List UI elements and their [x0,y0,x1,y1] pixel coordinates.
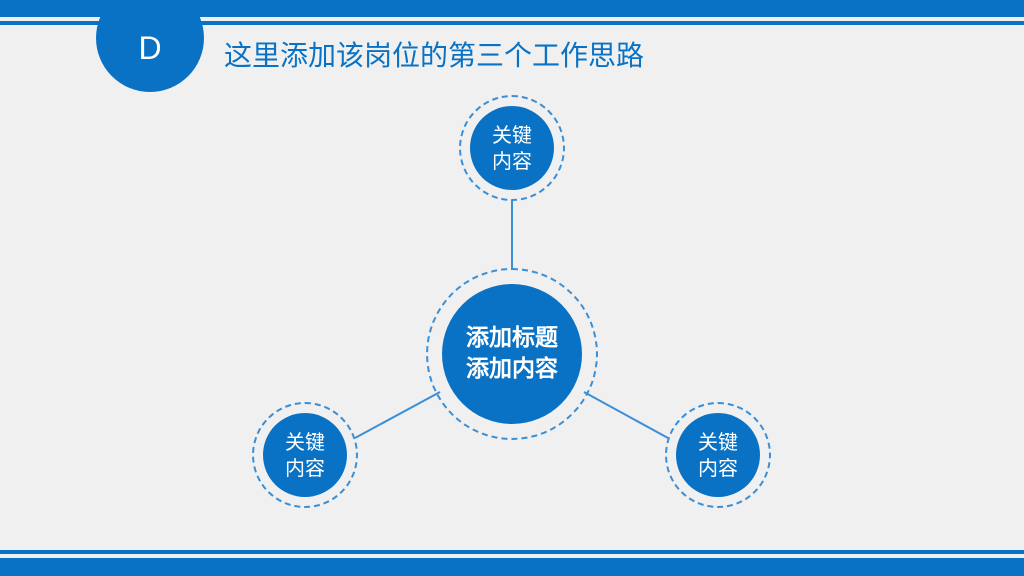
top-node-line1: 关键 [492,123,532,147]
right-node: 关键 内容 [676,413,760,497]
bottom-border-thick [0,558,1024,576]
right-node-line2: 内容 [698,456,738,480]
left-node: 关键 内容 [263,413,347,497]
center-node-ring [426,268,598,440]
top-border-thick [0,0,1024,17]
center-node-content: 添加内容 [466,356,558,382]
left-node-ring [252,402,358,508]
connector-right [583,391,669,439]
page-title: 这里添加该岗位的第三个工作思路 [224,39,645,72]
right-node-line1: 关键 [698,430,738,454]
top-border-thin [0,21,1024,25]
top-node: 关键 内容 [470,106,554,190]
bottom-border-thin [0,550,1024,554]
left-node-line2: 内容 [285,456,325,480]
section-badge-letter: D [138,30,162,66]
top-node-line2: 内容 [492,149,532,173]
section-badge [96,0,204,92]
center-node: 添加标题 添加内容 [442,284,582,424]
top-node-ring [459,95,565,201]
right-node-ring [665,402,771,508]
center-node-title: 添加标题 [466,325,558,351]
connector-left [354,391,441,439]
left-node-line1: 关键 [285,430,325,454]
